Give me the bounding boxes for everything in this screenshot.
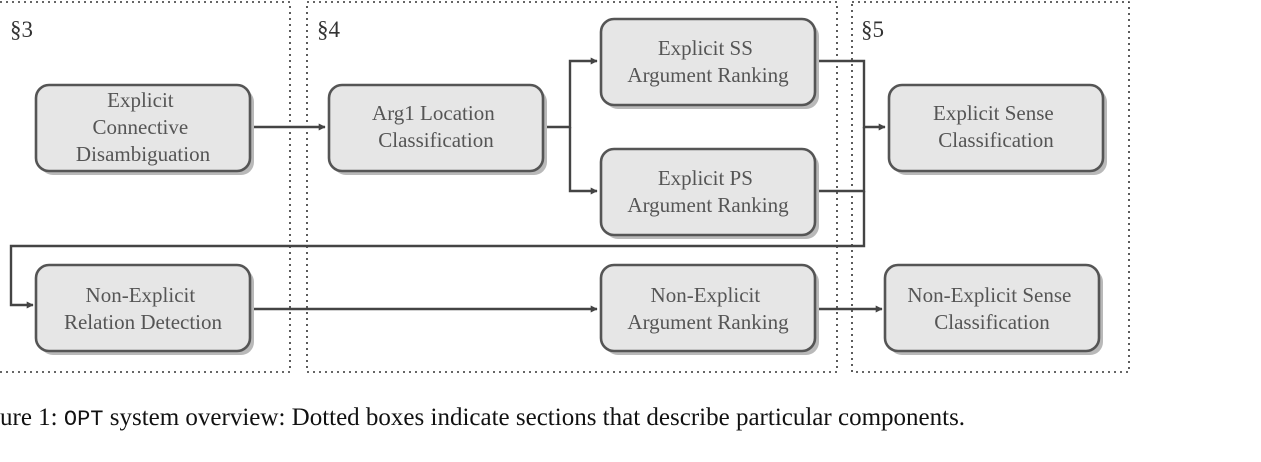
node-explicit-sense-classification: Explicit Sense Classification <box>887 83 1107 175</box>
node-explicit-ps-argument-ranking: Explicit PS Argument Ranking <box>599 147 819 239</box>
node-label-line: Arg1 Location <box>372 101 495 125</box>
caption-code: OPT <box>63 407 104 432</box>
svg-text:Explicit Sense Classific: Explicit Sense Classification <box>933 101 1059 152</box>
section-4-group: §4 <box>306 1 838 373</box>
section-5-group: §5 <box>851 1 1130 373</box>
node-non-explicit-sense-classification: Non-Explicit Sense Classification <box>883 263 1103 355</box>
node-label-line: Argument Ranking <box>627 310 789 334</box>
node-label-line: Relation Detection <box>64 310 223 334</box>
node-arg1-location-classification: Arg1 Location Classification <box>327 83 547 175</box>
node-label-line: Non-Explicit <box>86 283 196 307</box>
section-3-label: §3 <box>10 17 33 42</box>
node-label-line: Classification <box>938 128 1054 152</box>
section-3-group: §3 <box>0 1 291 373</box>
connector-ps-to-sense <box>816 127 866 193</box>
node-explicit-connective-disambiguation: Explicit Connective Disambiguation <box>34 83 254 175</box>
connector-arg1-to-ss <box>547 57 598 129</box>
node-label-line: Disambiguation <box>76 142 211 166</box>
section-3-box <box>0 1 291 373</box>
node-label-line: Explicit PS <box>658 166 753 190</box>
figure-caption: ure 1: OPT system overview: Dotted boxes… <box>0 404 1261 432</box>
node-label-line: Argument Ranking <box>627 193 789 217</box>
node-label-line: Classification <box>934 310 1050 334</box>
node-label-line: Explicit SS <box>658 36 753 60</box>
section-4-box <box>306 1 838 373</box>
svg-text:Explicit SS Argument Ran: Explicit SS Argument Ranking <box>627 36 789 87</box>
node-label-line: Classification <box>378 128 494 152</box>
node-non-explicit-relation-detection: Non-Explicit Relation Detection <box>34 263 254 355</box>
node-non-explicit-argument-ranking: Non-Explicit Argument Ranking <box>599 263 819 355</box>
connector-feedback-to-nonexplicit <box>9 191 866 309</box>
caption-prefix: ure 1: <box>0 404 64 431</box>
connectors <box>9 57 886 313</box>
node-explicit-ss-argument-ranking: Explicit SS Argument Ranking <box>599 17 819 109</box>
svg-text:Non-Explicit Argument Ra: Non-Explicit Argument Ranking <box>627 283 789 334</box>
node-label-line: Explicit <box>107 88 174 112</box>
connector-arg1-to-ps <box>568 127 598 195</box>
svg-text:Non-Explicit Relation De: Non-Explicit Relation Detection <box>64 283 223 334</box>
node-label-line: Non-Explicit <box>651 283 761 307</box>
svg-text:Arg1 Location Classifica: Arg1 Location Classification <box>372 101 500 152</box>
node-label-line: Connective <box>93 115 189 139</box>
caption-text: system overview: Dotted boxes indicate s… <box>103 404 966 431</box>
node-label-line: Non-Explicit Sense <box>907 283 1071 307</box>
section-5-label: §5 <box>861 17 884 42</box>
svg-text:Non-Explicit Sense Class: Non-Explicit Sense Classification <box>907 283 1076 334</box>
section-5-box <box>851 1 1130 373</box>
connector-ss-to-sense <box>816 59 886 131</box>
svg-text:Explicit Connective: Explicit Connective Disambiguation <box>76 88 211 166</box>
node-label-line: Argument Ranking <box>627 63 789 87</box>
svg-text:Explicit PS Argument Ran: Explicit PS Argument Ranking <box>627 166 789 217</box>
node-label-line: Explicit Sense <box>933 101 1054 125</box>
section-4-label: §4 <box>317 17 341 42</box>
